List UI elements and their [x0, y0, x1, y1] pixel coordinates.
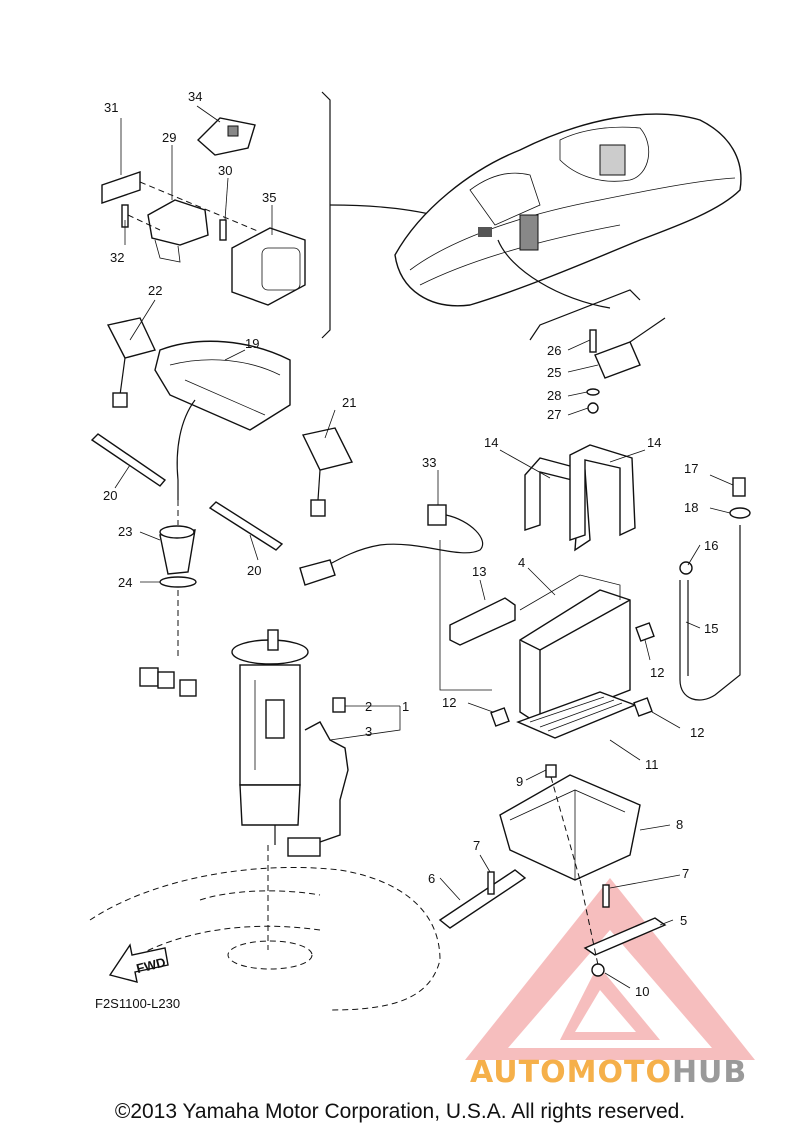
inset-divider — [321, 91, 331, 339]
callout-32: 32 — [110, 250, 124, 265]
part-10-nut — [591, 963, 605, 977]
copyright-notice: ©2013 Yamaha Motor Corporation, U.S.A. A… — [114, 1100, 686, 1123]
callout-14b: 14 — [647, 435, 661, 450]
callout-7b: 7 — [682, 866, 689, 881]
callout-22: 22 — [148, 283, 162, 298]
part-7-bolt — [487, 871, 610, 908]
callout-12b: 12 — [442, 695, 456, 710]
watercraft-illustration — [394, 113, 742, 307]
leader-lines — [114, 105, 734, 989]
part-31-plate — [101, 171, 141, 204]
callout-13: 13 — [472, 564, 486, 579]
callout-1: 1 — [402, 699, 409, 714]
part-8-battery-box — [499, 774, 641, 881]
callout-9: 9 — [516, 774, 523, 789]
part-20-cable-tie — [90, 433, 284, 551]
part-13-battery-plate — [449, 597, 516, 646]
part-18-clamp — [729, 507, 751, 519]
fwd-arrow-icon — [108, 943, 169, 983]
part-15-vent-hose — [679, 525, 741, 701]
part-28-washer — [586, 388, 600, 396]
hull-outline — [89, 866, 441, 1011]
callout-30: 30 — [218, 163, 232, 178]
callout-28: 28 — [547, 388, 561, 403]
part-27-nut — [587, 402, 599, 414]
callout-12a: 12 — [650, 665, 664, 680]
part-2-connector — [332, 697, 346, 713]
callout-17: 17 — [684, 461, 698, 476]
part-4-battery — [519, 574, 631, 726]
callout-4: 4 — [518, 555, 525, 570]
part-3-wire — [304, 721, 349, 843]
callout-11: 11 — [645, 757, 659, 772]
callout-10: 10 — [635, 984, 649, 999]
part-33-sensor — [299, 504, 484, 586]
part-25-unit — [594, 317, 666, 379]
inset-bracket-cdi — [529, 289, 641, 341]
part-9-bolt — [545, 764, 581, 881]
callout-24: 24 — [118, 575, 132, 590]
callout-15: 15 — [704, 621, 718, 636]
callout-5: 5 — [680, 913, 687, 928]
callout-12c: 12 — [690, 725, 704, 740]
part-16-clamp — [679, 561, 693, 575]
callout-14a: 14 — [484, 435, 498, 450]
callout-2: 2 — [365, 699, 372, 714]
watermark-text-2: HUB — [671, 1055, 748, 1090]
callout-34: 34 — [188, 89, 202, 104]
callout-3: 3 — [365, 724, 372, 739]
wire-harness-connectors — [139, 667, 197, 697]
fwd-label: FWD — [135, 954, 167, 976]
part-30-bolt — [219, 219, 227, 241]
callout-20a: 20 — [103, 488, 117, 503]
callout-19: 19 — [245, 336, 259, 351]
callout-18: 18 — [684, 500, 698, 515]
part-1-fuel-pump — [231, 629, 309, 845]
part-12-pad — [490, 707, 510, 727]
part-26-bolt — [589, 329, 597, 353]
part-12-pad — [635, 622, 655, 642]
callout-7a: 7 — [473, 838, 480, 853]
callout-6: 6 — [428, 871, 435, 886]
callout-8: 8 — [676, 817, 683, 832]
watermark-text-1: AUTOMOTO — [470, 1055, 672, 1090]
part-23-grommet — [159, 525, 196, 575]
callout-31: 31 — [104, 100, 118, 115]
callout-23: 23 — [118, 524, 132, 539]
part-24-clamp — [159, 576, 197, 588]
part-35-receiver — [231, 227, 306, 306]
fuel-pump-plug — [287, 837, 321, 857]
diagram-code: F2S1100-L230 — [95, 996, 180, 1011]
callout-21: 21 — [342, 395, 356, 410]
callout-16: 16 — [704, 538, 718, 553]
callout-20b: 20 — [247, 563, 261, 578]
part-21-switch — [301, 427, 354, 517]
watermark-logo-text: AUTOMOTOHUB — [470, 1055, 747, 1090]
watermark-logo-triangle — [465, 878, 755, 1060]
part-6-bracket — [438, 869, 527, 929]
callout-29: 29 — [162, 130, 176, 145]
callout-26: 26 — [547, 343, 561, 358]
part-14-battery-strap — [524, 444, 636, 552]
callout-33: 33 — [422, 455, 436, 470]
callout-labels: 31 34 29 30 35 32 22 19 21 20 20 23 24 1… — [95, 89, 718, 1011]
part-17-fitting — [732, 477, 746, 497]
part-34-transponder — [196, 117, 256, 156]
callout-25: 25 — [547, 365, 561, 380]
callout-35: 35 — [262, 190, 276, 205]
part-22-switch — [106, 317, 156, 408]
part-19-meter — [154, 340, 291, 431]
part-5-bracket — [583, 917, 667, 956]
part-29-bracket — [147, 199, 209, 263]
part-12-pad — [633, 697, 653, 717]
callout-27: 27 — [547, 407, 561, 422]
